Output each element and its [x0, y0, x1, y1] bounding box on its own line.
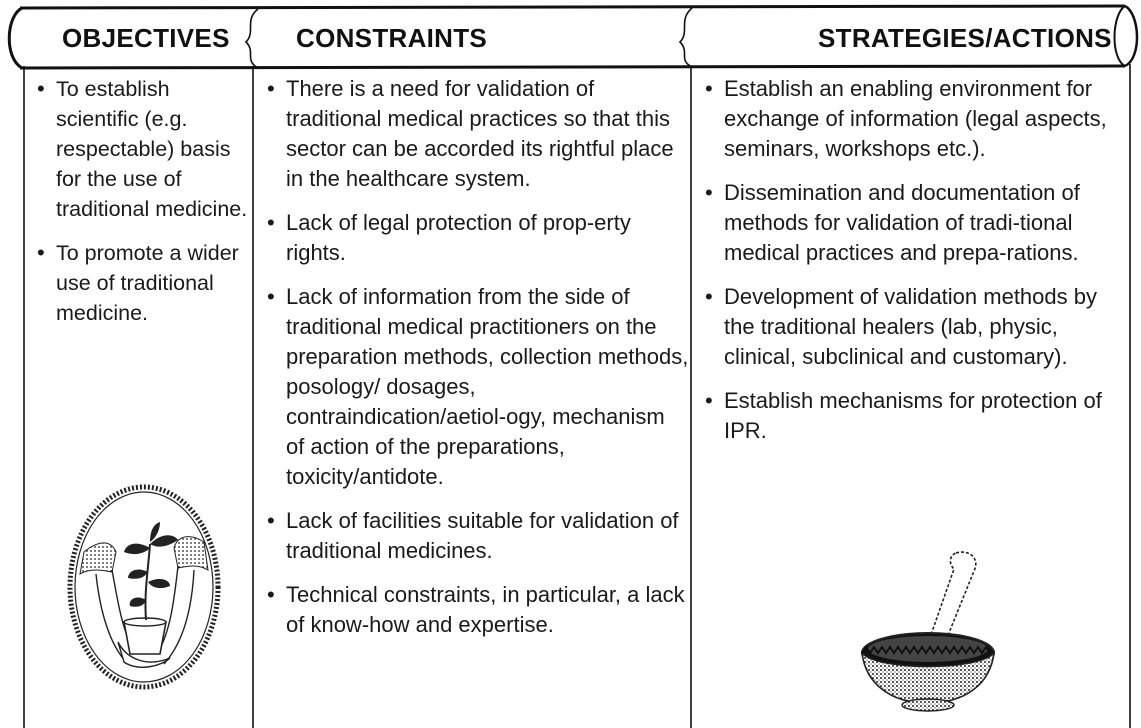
constraints-column: There is a need for validation of tradit… — [264, 74, 689, 654]
objectives-column: To establish scientific (e.g. respectabl… — [34, 74, 250, 342]
header-constraints: CONSTRAINTS — [296, 23, 488, 53]
list-item: Lack of legal protection of prop-erty ri… — [264, 208, 689, 268]
mortar-and-pestle-icon — [860, 551, 996, 712]
list-item: To establish scientific (e.g. respectabl… — [34, 74, 250, 224]
list-item: Establish mechanisms for protection of I… — [702, 386, 1122, 446]
list-item: Establish an enabling environment for ex… — [702, 74, 1122, 164]
list-item: Lack of facilities suitable for validati… — [264, 506, 689, 566]
header-strategies: STRATEGIES/ACTIONS — [818, 23, 1112, 53]
list-item: There is a need for validation of tradit… — [264, 74, 689, 194]
header-objectives: OBJECTIVES — [62, 23, 230, 53]
objectives-list: To establish scientific (e.g. respectabl… — [34, 74, 250, 328]
list-item: Lack of information from the side of tra… — [264, 282, 689, 492]
list-item: To promote a wider use of traditional me… — [34, 238, 250, 328]
constraints-list: There is a need for validation of tradit… — [264, 74, 689, 640]
scroll-banner — [7, 4, 1139, 70]
strategies-list: Establish an enabling environment for ex… — [702, 74, 1122, 446]
table-header: OBJECTIVES CONSTRAINTS STRATEGIES/ACTION… — [0, 0, 1141, 80]
strategies-column: Establish an enabling environment for ex… — [702, 74, 1122, 460]
hands-holding-seedling-icon — [67, 484, 221, 690]
list-item: Dissemination and documentation of metho… — [702, 178, 1122, 268]
list-item: Development of validation methods by the… — [702, 282, 1122, 372]
list-item: Technical constraints, in particular, a … — [264, 580, 689, 640]
